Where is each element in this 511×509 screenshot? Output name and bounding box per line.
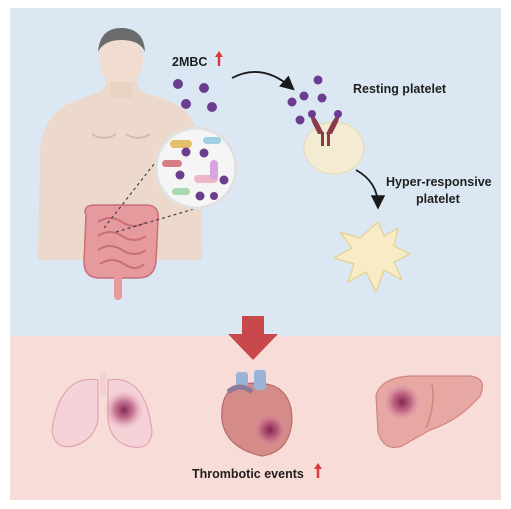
activated-platelet-icon xyxy=(333,221,411,293)
human-torso-icon xyxy=(38,28,202,260)
increase-arrow-icon xyxy=(314,463,322,478)
lungs-icon xyxy=(51,372,153,448)
outcome-label: Thrombotic events xyxy=(192,467,304,481)
bound-metabolite-molecules xyxy=(287,75,327,125)
hyper-responsive-label-line1: Hyper-responsive xyxy=(386,175,492,189)
transition-down-arrow-icon xyxy=(228,316,278,360)
platelet-receptor-icon xyxy=(308,110,342,146)
metabolite-label: 2MBC xyxy=(172,55,207,69)
arrow-to-resting-platelet xyxy=(231,71,295,91)
metabolite-molecules xyxy=(173,79,217,112)
resting-platelet-label: Resting platelet xyxy=(353,82,447,96)
intestine-icon xyxy=(83,204,159,300)
heart-icon xyxy=(221,370,293,457)
arrow-to-activated-platelet xyxy=(355,169,386,210)
hyper-responsive-label-line2: platelet xyxy=(416,192,461,206)
gut-microbiota-magnifier-icon xyxy=(154,126,238,210)
zoom-line-upper xyxy=(103,149,166,229)
resting-platelet-icon xyxy=(303,110,365,175)
liver-icon xyxy=(375,375,483,448)
increase-arrow-icon xyxy=(215,51,223,66)
